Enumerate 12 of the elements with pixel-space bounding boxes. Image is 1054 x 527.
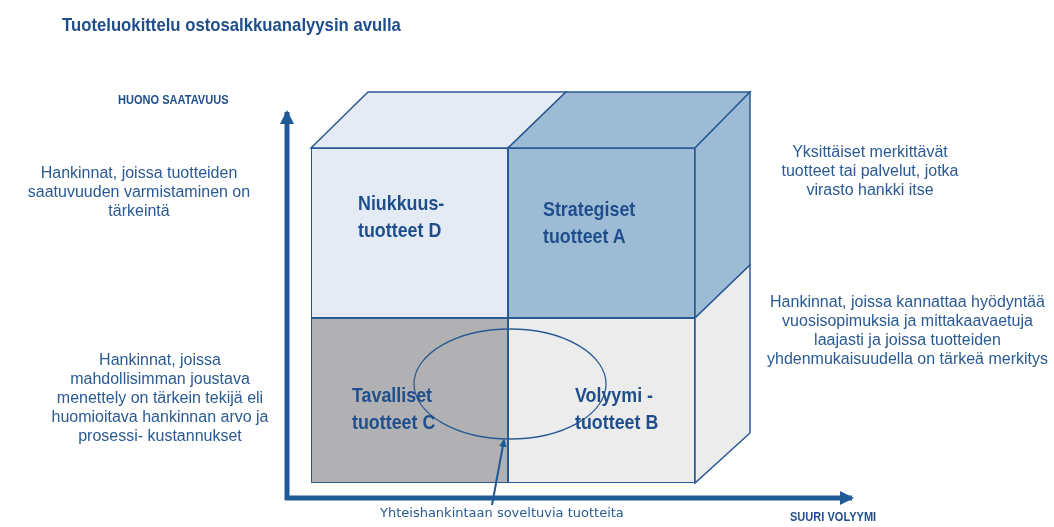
title: Tuoteluokittelu ostosalkkuanalyysin avulla [62, 14, 401, 36]
axis-label: HUONO SAATAVUUS [118, 92, 229, 107]
description-text: Hankinnat, joissa tuotteiden saatuvuuden varmistaminen on tärkeintä [26, 163, 252, 220]
leader-line [491, 439, 507, 506]
quadrant-label: Strategiset tuotteet A [543, 196, 637, 249]
caption-text: Yhteishankintaan soveltuvia tuotteita [380, 505, 624, 520]
description-text: Yksittäiset merkittävät tuotteet tai palvelut, jotka virasto hankki itse [780, 142, 960, 199]
quadrant-label: Niukkuus- tuotteet D [358, 190, 446, 243]
quadrant-box [311, 318, 508, 483]
axis-label: SUURI VOLYYMI [790, 509, 877, 524]
description-text: Hankinnat, joissa mahdollisimman joustava menettely on tärkein tekijä eli huomioitava hankinnan arvo ja prosessi- kustannukset [50, 350, 270, 445]
description-text: Hankinnat, joissa kannattaa hyödyntää vuosisopimuksia ja mittakaavaetuja laajasti ja joissa tuotteiden yhdenmukaisuudella on tärkeä merkitys [766, 292, 1049, 368]
